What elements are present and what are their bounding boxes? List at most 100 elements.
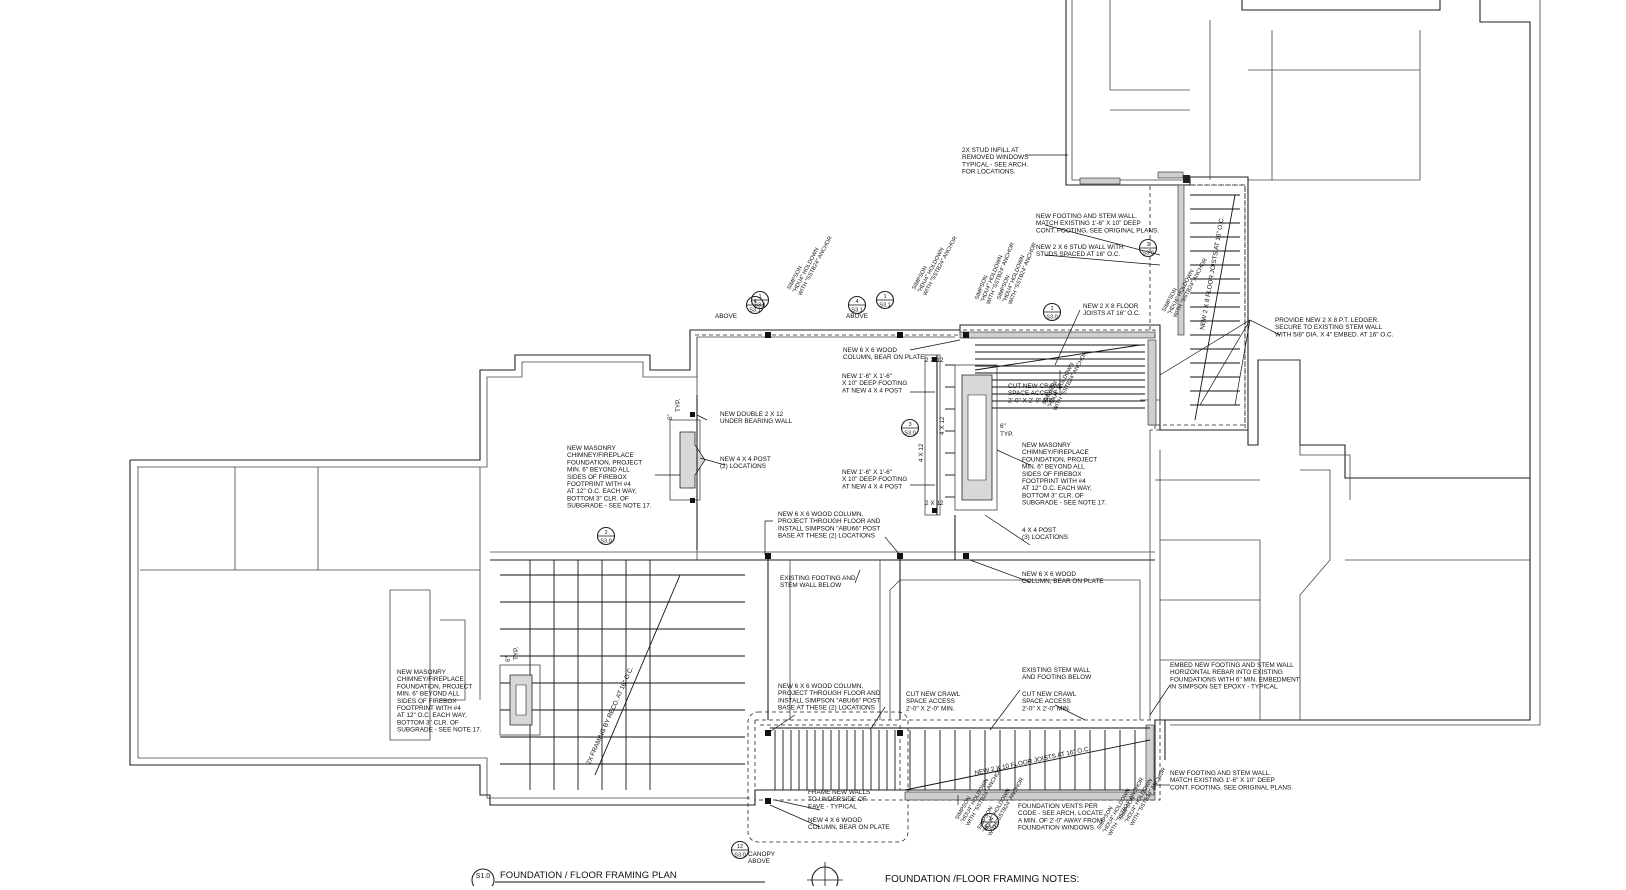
detail-bubble[interactable]: 1S3.0 [1042, 302, 1062, 322]
notes-heading: FOUNDATION /FLOOR FRAMING NOTES: [885, 874, 1079, 885]
note-line: NEW MASONRY [397, 669, 447, 676]
note-line: EMBED NEW FOOTING AND STEM WALL [1170, 662, 1294, 669]
note-line: AND FOOTING BELOW [1022, 674, 1092, 681]
beam-2x12-label-bot: 2 X 12 [925, 500, 944, 507]
note-line: 4 X 4 POST [1022, 527, 1056, 534]
typ-label-lower: TYP. [513, 646, 520, 660]
note-post-4x4-three: 4 X 4 POST(3) LOCATIONS [1022, 527, 1068, 541]
bubble-sheet: S3.0 [734, 853, 746, 859]
detail-bubble[interactable]: 1S3.0 [980, 812, 1000, 832]
note-line: CONT. FOOTING, SEE ORIGINAL PLANS. [1170, 784, 1293, 791]
fireplace-foundation-lower [499, 664, 541, 736]
plan-title-block: S1.0 FOUNDATION / FLOOR FRAMING PLAN FOU… [471, 862, 1079, 890]
note-line: X 10" DEEP FOOTING [842, 476, 907, 483]
note-line: 2'-0" X 2'-0" MIN. [1022, 705, 1071, 712]
note-above-a: ABOVE [715, 313, 737, 320]
note-line: FOOTPRINT WITH #4 [397, 705, 461, 712]
joists-2x10-label: NEW 2 X 10 FLOOR JOISTS AT 16" O.C. [974, 745, 1091, 776]
bubble-number: 1 [1146, 242, 1149, 248]
bubble-sheet: S3.1 [754, 303, 766, 309]
joist-line [974, 344, 1141, 371]
bubble-number: 1 [988, 816, 991, 822]
note-line: NEW 1'-6" X 1'-6" [842, 373, 892, 380]
note-line: MIN. 6" BEYOND ALL [567, 467, 630, 474]
plan-title: FOUNDATION / FLOOR FRAMING PLAN [500, 870, 677, 881]
note-line: PROVIDE NEW 2 X 8 P.T. LEDGER. [1275, 317, 1379, 324]
joist-line [594, 574, 681, 776]
note-line: NEW FOOTING AND STEM WALL. [1170, 770, 1271, 777]
detail-bubbles: 4S3.11S3.14S3.11S3.11S3.01S3.02S3.03S3.0… [596, 238, 1158, 860]
bubble-number: 1 [758, 294, 761, 300]
note-line: MATCH EXISTING 1'-6" X 10" DEEP [1170, 777, 1275, 784]
note-line: AT 12" O.C. EACH WAY, [1022, 485, 1092, 492]
note-line: COLUMN, BEAR ON PLATE [1022, 578, 1104, 585]
note-ledger: PROVIDE NEW 2 X 8 P.T. LEDGER.SECURE TO … [1275, 317, 1394, 338]
bubble-sheet: S3.0 [1046, 315, 1058, 321]
typ-label-right: TYP. [1000, 431, 1014, 438]
joist-line [904, 739, 1151, 791]
note-line: PROJECT THROUGH FLOOR AND [778, 518, 881, 525]
note-line: FOUNDATION WINDOWS. [1018, 825, 1096, 832]
detail-bubble[interactable]: 1S3.0 [1138, 238, 1158, 258]
detail-bubble[interactable]: 1S3.1 [750, 290, 770, 310]
note-line: NEW DOUBLE 2 X 12 [720, 411, 784, 418]
beam-4x12-label-b: 4 X 12 [939, 416, 946, 435]
note-line: EXISTING STEM WALL [1022, 667, 1091, 674]
note-line: WITH "SSTB24" ANCHOR [797, 236, 833, 297]
note-line: FOUNDATIONS WITH 6" MIN. EMBEDMENT [1170, 676, 1300, 683]
detail-bubble[interactable]: 4S3.1 [745, 295, 765, 315]
note-line: SUBGRADE - SEE NOTE 17. [397, 727, 482, 734]
note-line: ABOVE [715, 313, 737, 320]
note-line: EXISTING FOOTING AND [780, 575, 856, 582]
note-line: CHIMNEY/FIREPLACE [1022, 449, 1089, 456]
stem-wall-hatch [904, 171, 1190, 801]
note-line: CUT NEW CRAWL [906, 691, 961, 698]
fireplace-foundation-upper [669, 419, 706, 501]
note-line: NEW MASONRY [567, 445, 617, 452]
note-line: FOOTPRINT WITH #4 [1022, 478, 1086, 485]
note-line: NEW FOOTING AND STEM WALL. [1036, 213, 1137, 220]
note-line: (3) LOCATIONS [1022, 534, 1068, 541]
note-line: WITH "SSTB24" ANCHOR [1052, 351, 1088, 412]
bubble-sheet: S3.1 [749, 308, 761, 314]
note-line: FOUNDATION, PROJECT [397, 683, 472, 690]
joists-left-label: 2X FRAMING BY RECO. AT 16" O.C. [585, 666, 635, 766]
detail-bubble[interactable]: 2S3.0 [596, 526, 616, 546]
note-line: CHIMNEY/FIREPLACE [397, 676, 464, 683]
plan-title-marker: S1.0 [476, 873, 491, 880]
bubble-sheet: S3.1 [879, 303, 891, 309]
detail-bubble[interactable]: 3S3.0 [900, 418, 920, 438]
six-inch-label-right: 6" [1000, 423, 1006, 430]
note-line: A MIN. OF 2'-0" AWAY FROM [1018, 817, 1102, 824]
bubble-sheet: S3.0 [984, 825, 996, 831]
note-line: STEM WALL BELOW [780, 582, 842, 589]
note-line: CHIMNEY/FIREPLACE [567, 452, 634, 459]
note-line: CUT NEW CRAWL [1022, 691, 1077, 698]
note-line: 2'-0" X 2'-0" MIN. [1008, 397, 1057, 404]
note-line: NEW 2 X 8 FLOOR [1083, 303, 1139, 310]
note-line: NEW 6 X 6 WOOD [1022, 571, 1076, 578]
note-col-abu66-bot: NEW 6 X 6 WOOD COLUMN,PROJECT THROUGH FL… [778, 683, 881, 712]
typ-label-upper: TYP. [675, 398, 682, 412]
detail-bubble[interactable]: 4S3.1 [847, 295, 867, 315]
note-above-b: ABOVE [846, 313, 868, 320]
bubble-number: 4 [753, 299, 756, 305]
note-line: NEW 2 X 6 STUD WALL WITH [1036, 244, 1124, 251]
note-line: SECURE TO EXISTING STEM WALL [1275, 324, 1383, 331]
note-line: INSTALL SIMPSON "ABU66" POST [778, 525, 880, 532]
floor-joists [500, 194, 1240, 791]
note-line: AT NEW 4 X 4 POST [842, 387, 902, 394]
note-line: MIN. 6" BEYOND ALL [1022, 464, 1085, 471]
note-line: BOTTOM 3" CLR. OF [567, 495, 629, 502]
detail-bubble[interactable]: 1S3.1 [875, 290, 895, 310]
